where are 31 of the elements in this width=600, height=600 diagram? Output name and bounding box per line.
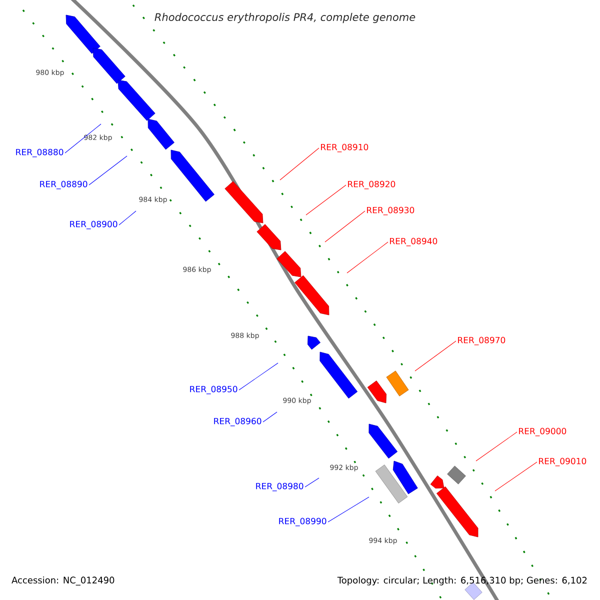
gene-label: RER_08960 xyxy=(214,418,262,426)
gene-label: RER_08930 xyxy=(367,206,414,216)
leader-line xyxy=(304,478,320,488)
gene-label: RER_08900 xyxy=(70,220,118,230)
leader-line xyxy=(476,432,518,462)
gene-label: RER_08950 xyxy=(190,386,238,394)
leader-line xyxy=(238,362,278,390)
gene-label: RER_08890 xyxy=(40,180,88,190)
title: Rhodococcus erythropolis PR4, complete genome xyxy=(154,12,416,24)
gene-label: RER_08970 xyxy=(458,336,506,346)
gene-label: RER_08920 xyxy=(348,180,396,190)
leader-line xyxy=(346,242,388,274)
gene-label: RER_08940 xyxy=(390,238,438,246)
leader-line xyxy=(306,184,346,216)
leader-line xyxy=(64,124,102,154)
leader-line xyxy=(262,412,278,422)
summary-text: Topology: circular; Length: 6,516,310 bp; Genes: 6,102 xyxy=(337,576,587,586)
gene-label: RER_08980 xyxy=(256,482,304,492)
gene-label: RER_08910 xyxy=(321,144,368,152)
gene-label: RER_08990 xyxy=(279,518,326,526)
gene-label: RER_09000 xyxy=(519,428,566,436)
gene-label: RER_09010 xyxy=(539,458,586,466)
leader-line xyxy=(324,210,366,242)
leader-line xyxy=(280,148,320,180)
leader-line xyxy=(494,462,538,492)
leader-line xyxy=(328,496,370,522)
leader-line xyxy=(118,210,136,226)
gene-label: RER_08880 xyxy=(16,148,64,158)
leader-line xyxy=(88,156,128,186)
accession-text: Accession: NC_012490 xyxy=(12,576,114,586)
leader-line xyxy=(414,340,456,372)
